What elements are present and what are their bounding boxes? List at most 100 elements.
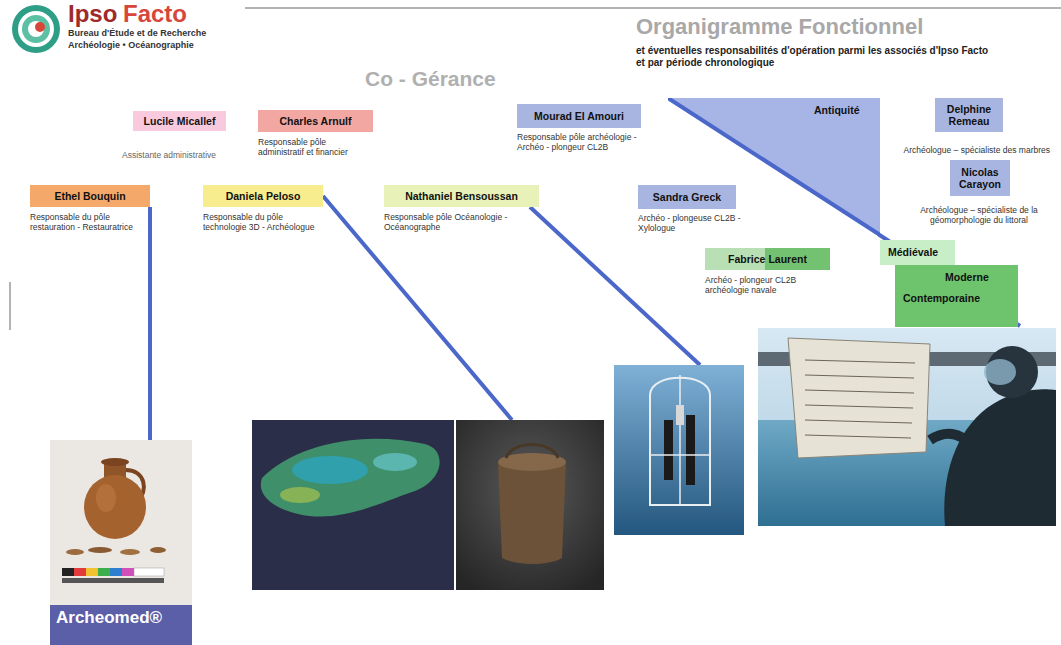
diver-photo [805,420,912,423]
diver-photo [805,360,915,438]
bucket-model-render [498,462,566,564]
diver-photo [758,328,1056,526]
pottery-photo [96,484,116,512]
pottery-photo [98,568,110,576]
diver-photo [944,389,1056,526]
person-name: Charles Arnulf [280,115,352,127]
bucket-model-render [506,445,558,459]
pottery-photo [86,568,98,576]
period-name: Médiévale [888,246,938,258]
probe-photo [614,365,744,535]
frame-line [9,282,11,330]
brand-banner [50,605,192,645]
pottery-photo [88,547,112,553]
role-description: Responsable du pôle technologie 3D - Arc… [203,212,319,232]
pottery-photo [74,568,86,576]
logo-mark [22,15,50,43]
period-name: Moderne [945,271,989,283]
person-box: Charles ArnulfResponsable pôle administr… [258,110,373,132]
person-name: Delphine Remeau [939,103,999,127]
logo-subtitle: Bureau d'Étude et de Recherche [68,28,206,39]
probe-photo [676,405,684,425]
pottery-photo [122,568,134,576]
pottery-photo [134,568,164,576]
person-box: Fabrice LaurentArchéo - plongeur CL2B ar… [705,248,830,270]
diver-photo [984,359,1016,385]
role-description: Responsable pôle Océanologie - Océanogra… [384,212,522,232]
diver-photo [805,390,914,393]
brand-banner [50,605,192,645]
diver-photo [788,338,930,458]
role-description: Archéo - plongeuse CL2B - Xylologue [638,213,758,233]
3d-model-render [292,456,368,484]
pottery-photo [150,547,166,553]
logo-mark [12,5,60,53]
section-heading: Co - Gérance [365,66,496,91]
frame-line [245,7,1061,9]
period-name: Antiquité [814,104,860,116]
bucket-model-render [456,420,604,590]
diver-photo [805,435,911,438]
pottery-photo [66,549,84,555]
diver-photo [930,434,972,446]
pottery-photo [50,440,192,605]
role-description: Archéo - plongeur CL2B archéologie naval… [705,275,840,295]
person-name: Fabrice Laurent [728,253,807,265]
diver-photo [805,375,914,378]
logo-text: Facto [123,0,187,29]
pottery-photo [120,549,140,555]
diver-photo [805,360,915,363]
probe-photo [686,415,695,485]
person-box: Delphine RemeauArchéologue – spécialiste… [935,98,1003,132]
3d-model-render [261,439,440,517]
person-name: Lucile Micallef [144,115,216,127]
role-description: Archéologue – spécialiste des marbres [885,145,1050,155]
probe-photo [650,454,710,456]
role-description: Archéologue – spécialiste de la géomorph… [908,205,1050,225]
logo-text: Ipso [68,0,117,29]
bucket-model-render [456,420,604,590]
period-name: Contemporaine [903,292,980,304]
person-box: Sandra GreckArchéo - plongeuse CL2B - Xy… [638,185,736,209]
logo-subtitle: Archéologie • Océanographie [68,40,194,51]
logo-mark [12,5,60,53]
period-band: ModerneContemporaine [895,265,1018,327]
logo-mark [35,22,45,32]
person-box: Mourad El AmouriResponsable pôle archéol… [517,104,641,128]
brand-banner-text: Archeomed® [56,608,162,628]
3d-model-render [252,420,454,590]
probe-photo [614,365,744,535]
person-name: Ethel Bouquin [54,190,125,202]
diagram-title: Organigramme Fonctionnel [636,14,923,40]
person-name: Nathaniel Bensoussan [405,190,518,202]
frame-line [10,8,1061,330]
pottery-photo [110,568,122,576]
diver-photo [805,405,913,408]
role-description: Responsable pôle administratif et financ… [258,137,362,157]
role-description: Responsable du pôle restauration - Resta… [30,212,142,232]
role-description: Responsable pôle archéologie - Archéo - … [517,132,642,152]
person-box: Ethel BouquinResponsable du pôle restaur… [30,185,150,207]
role-description: Assistante administrative [122,150,242,160]
logo-mark [28,21,44,37]
person-box: Daniela PelosoResponsable du pôle techno… [203,185,323,207]
3d-model-render [280,487,320,503]
pottery-photo [101,458,129,466]
pottery-photo [62,578,164,583]
diver-photo [758,328,1056,526]
leader-line [878,234,1020,326]
person-box: Nathaniel BensoussanResponsable pôle Océ… [384,185,539,207]
person-name: Sandra Greck [653,191,721,203]
person-box: Lucile MicallefAssistante administrative [133,111,226,131]
probe-photo [679,375,681,505]
pottery-photo [50,440,192,605]
person-name: Daniela Peloso [226,190,301,202]
pottery-photo [84,475,146,539]
person-name: Nicolas Carayon [954,166,1006,190]
3d-model-render [252,420,454,590]
3d-model-render [373,453,417,471]
probe-photo [664,420,673,480]
leader-line [148,207,152,440]
